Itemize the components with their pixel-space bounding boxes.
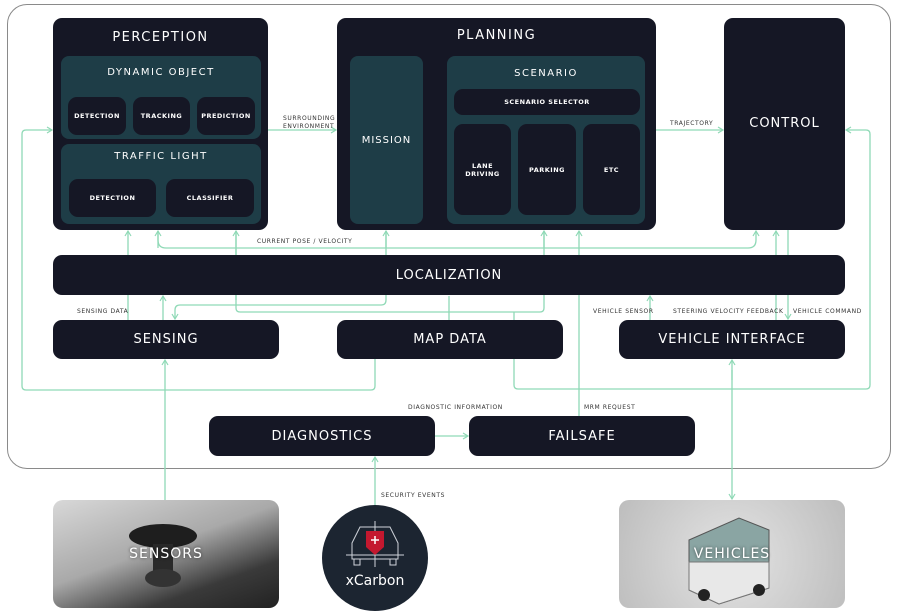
- wire-perception-map: [235, 229, 548, 313]
- label-steering: STEERING VELOCITY FEEDBACK: [673, 308, 784, 315]
- wire-mission: [171, 231, 387, 321]
- map-data-module[interactable]: MAP DATA: [337, 320, 563, 359]
- label-vehicle-command: VEHICLE COMMAND: [793, 308, 862, 315]
- label-security-events: SECURITY EVENTS: [381, 492, 446, 499]
- label-trajectory: TRAJECTORY: [670, 120, 714, 127]
- sensors-label: SENSORS: [129, 546, 203, 562]
- planning-title: PLANNING: [456, 28, 537, 43]
- parking[interactable]: PARKING: [518, 124, 576, 215]
- do-prediction[interactable]: PREDICTION: [197, 97, 255, 135]
- vehicles-label: VEHICLES: [693, 546, 771, 562]
- system-boundary: [7, 4, 891, 469]
- tl-detection[interactable]: DETECTION: [69, 179, 156, 217]
- xcarbon-logo: xCarbon: [322, 505, 428, 611]
- scenario-title: SCENARIO: [514, 68, 578, 79]
- vehicle-interface-module[interactable]: VEHICLE INTERFACE: [619, 320, 845, 359]
- traffic-light-title: TRAFFIC LIGHT: [114, 151, 208, 162]
- wire-right-loop: [513, 126, 871, 390]
- autonomous-shuttle-icon: [688, 517, 770, 605]
- wire-current-pose: [157, 229, 760, 249]
- label-current-pose: CURRENT POSE / VELOCITY: [257, 238, 353, 245]
- diagnostics-module[interactable]: DIAGNOSTICS: [209, 416, 435, 456]
- wire-left-loop: [21, 126, 376, 391]
- label-sensing-data: SENSING DATA: [77, 308, 129, 315]
- lane-driving[interactable]: LANE DRIVING: [454, 124, 511, 215]
- do-detection[interactable]: DETECTION: [68, 97, 126, 135]
- etc[interactable]: ETC: [583, 124, 640, 215]
- sensors-image: SENSORS: [53, 500, 279, 608]
- scenario-selector[interactable]: SCENARIO SELECTOR: [454, 89, 640, 115]
- label-vehicle-sensor: VEHICLE SENSOR: [593, 308, 654, 315]
- do-tracking[interactable]: TRACKING: [133, 97, 190, 135]
- vehicles-image: VEHICLES: [619, 500, 845, 608]
- tl-classifier[interactable]: CLASSIFIER: [166, 179, 254, 217]
- failsafe-module[interactable]: FAILSAFE: [469, 416, 695, 456]
- mission-block[interactable]: MISSION: [350, 56, 423, 224]
- lidar-sensor-icon: [129, 524, 197, 587]
- localization-module[interactable]: LOCALIZATION: [53, 255, 845, 295]
- control-module[interactable]: CONTROL: [724, 18, 845, 230]
- dynamic-object-title: DYNAMIC OBJECT: [107, 67, 215, 78]
- label-mrm-request: MRM REQUEST: [584, 404, 636, 411]
- label-surrounding: SURROUNDING ENVIRONMENT: [283, 115, 336, 130]
- xcarbon-label: xCarbon: [345, 573, 405, 589]
- label-diagnostic-info: DIAGNOSTIC INFORMATION: [408, 404, 503, 411]
- perception-title: PERCEPTION: [112, 30, 209, 45]
- car-shield-icon: [346, 521, 404, 567]
- sensing-module[interactable]: SENSING: [53, 320, 279, 359]
